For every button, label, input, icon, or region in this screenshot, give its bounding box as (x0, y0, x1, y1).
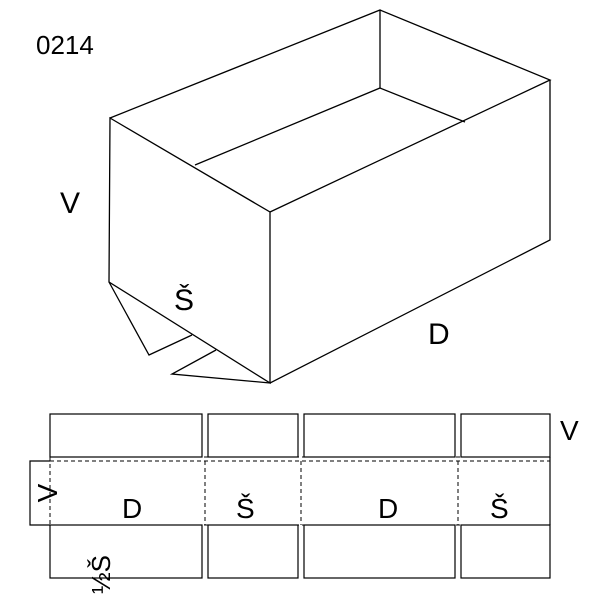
net-panel-1: D (122, 493, 142, 524)
net-label-half-width: ½Š (86, 555, 116, 594)
inner-rim (194, 87, 466, 166)
bottom-flap-1 (108, 281, 193, 356)
net-panel-3: D (378, 493, 398, 524)
net-panel-4: Š (490, 493, 509, 524)
net-label-v-top: V (560, 415, 579, 446)
box-code: 0214 (36, 30, 94, 60)
box-3d (108, 9, 552, 385)
glue-flap (29, 460, 50, 526)
top-rim (109, 9, 552, 213)
length-face-edge (269, 80, 551, 384)
label-length: D (428, 318, 450, 351)
front-width-face (108, 116, 271, 385)
bottom-flap-2 (169, 349, 271, 384)
label-width: Š (174, 283, 194, 317)
net (29, 413, 551, 579)
fold-lines (49, 456, 550, 526)
net-label-v-side: V (32, 483, 63, 502)
net-panel-2: Š (236, 493, 255, 524)
label-height: V (60, 187, 80, 220)
